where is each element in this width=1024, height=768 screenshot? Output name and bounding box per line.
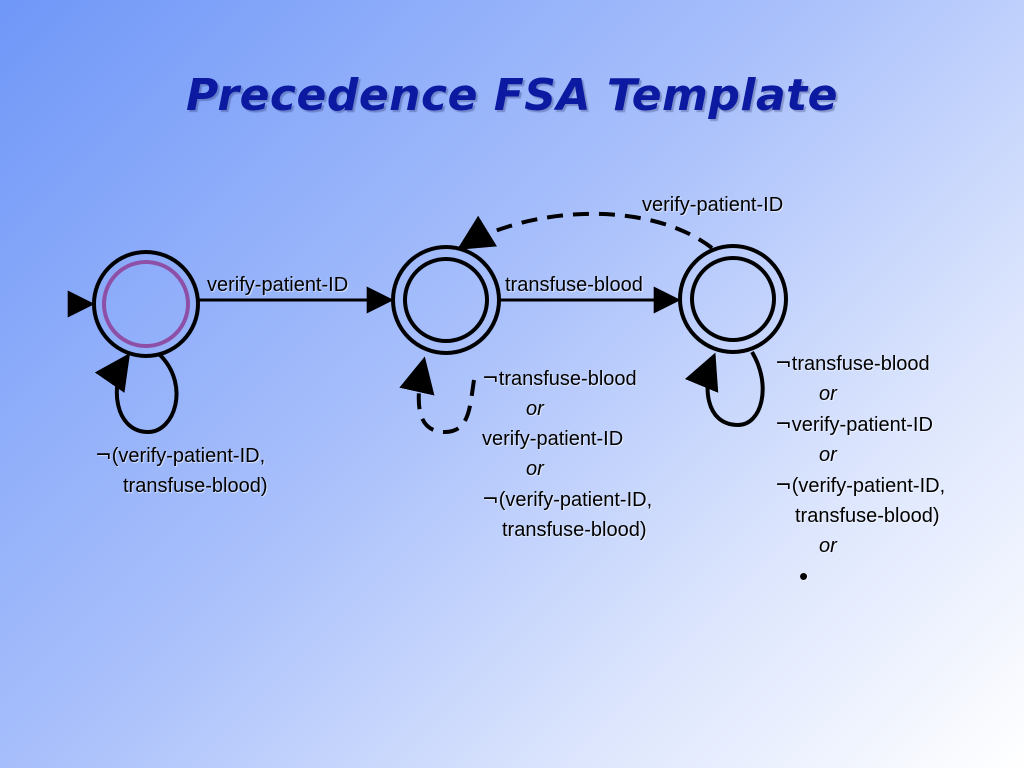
edge-s3-s2-dashed [456,211,714,250]
loop-s2-line1: transfuse-blood [498,368,637,390]
state-3 [678,244,788,354]
negation-symbol: ¬ [482,487,499,511]
loop-s3-or-3: or [819,535,837,557]
loop-s2-line5: (verify-patient-ID, [498,489,653,511]
bullet-dot: • [799,561,809,591]
label-s3-s2: verify-patient-ID [642,194,784,216]
loop-s2-or-2: or [526,458,544,480]
state-1 [92,250,200,358]
loop-label-s1: ¬(verify-patient-ID, transfuse-blood) [95,440,268,501]
loop-s3-line5: (verify-patient-ID, [791,475,946,497]
loop-label-s3: ¬transfuse-blood or ¬verify-patient-ID o… [775,348,945,591]
state-2 [391,245,501,355]
loop-s3 [684,350,765,428]
negation-symbol: ¬ [775,473,792,497]
loop-s2-line6: transfuse-blood) [502,519,647,541]
loop-s2-or-1: or [526,398,544,420]
state-1-inner-ring [102,260,190,348]
negation-symbol: ¬ [775,412,792,436]
loop-s2-dashed [399,356,476,435]
slide-title: Precedence FSA Template [185,70,839,121]
label-s1-s2: verify-patient-ID [207,274,349,296]
loop-s3-line1: transfuse-blood [791,353,930,375]
label-s2-s3: transfuse-blood [505,274,643,296]
loop-s3-or-1: or [819,383,837,405]
negation-symbol: ¬ [482,366,499,390]
loop-s1-line1: (verify-patient-ID, [111,445,266,467]
loop-s1 [94,353,179,435]
loop-s3-line6: transfuse-blood) [795,505,940,527]
loop-s1-line2: transfuse-blood) [123,475,268,497]
negation-symbol: ¬ [95,443,112,467]
loop-s2-line3: verify-patient-ID [482,428,624,450]
loop-label-s2: ¬transfuse-blood or verify-patient-ID or… [482,363,652,545]
loop-s3-line3: verify-patient-ID [791,414,933,436]
negation-symbol: ¬ [775,351,792,375]
loop-s3-or-2: or [819,444,837,466]
